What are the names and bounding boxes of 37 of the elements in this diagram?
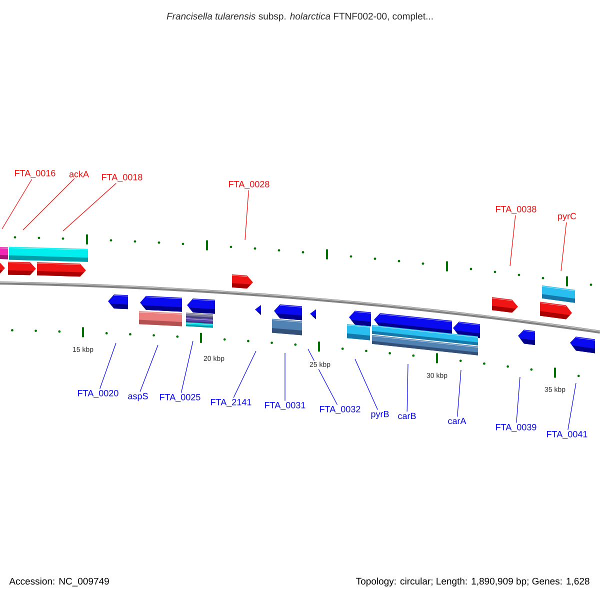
leader-line: [244, 190, 249, 240]
leader-line: [560, 222, 567, 272]
gene-label: FTA_0039: [496, 424, 536, 432]
leader-line: [233, 350, 256, 398]
gene-label: FTA_0028: [229, 180, 270, 190]
leader-line: [140, 344, 158, 392]
leader-line: [2, 178, 32, 230]
gene-label: FTA_0031: [265, 402, 306, 410]
leader-line: [516, 376, 520, 424]
gene-label: FTA_0041: [547, 430, 588, 440]
leader-line: [22, 178, 75, 230]
gene-label: pyrB: [371, 410, 389, 420]
gene-label: carA: [448, 418, 466, 424]
gene-label: ackA: [69, 170, 89, 178]
gene-label: FTA_0032: [320, 406, 360, 414]
footer-text: Accession: NC_009749: [9, 578, 109, 586]
gene-label: carB: [398, 412, 416, 420]
gene-label: FTA_2141: [211, 398, 252, 408]
footer-text: Topology: circular; Length: 1,890,909 bp; Genes: 1,628: [356, 578, 590, 586]
leader-line: [406, 364, 408, 412]
leader-line: [100, 342, 116, 390]
leader-line: [510, 214, 516, 266]
title: Francisella tularensis subsp. holarctica FTNF002-00, complet...: [166, 12, 433, 22]
leader-line: [284, 352, 286, 402]
gene-label: FTA_0016: [15, 170, 56, 178]
gene-label: pyrC: [558, 212, 576, 222]
leader-line: [568, 382, 576, 430]
leader-line: [62, 182, 116, 232]
gene-label: FTA_0020: [78, 390, 118, 398]
gene-label: FTA_0018: [102, 174, 142, 182]
leader-line: [180, 340, 194, 394]
gene-label: FTA_0038: [496, 206, 536, 214]
leader-line: [354, 358, 378, 410]
leader-line: [457, 370, 462, 417]
leader-line: [308, 348, 338, 406]
gene-label: FTA_0025: [160, 394, 200, 402]
gene-label: aspS: [128, 392, 148, 402]
